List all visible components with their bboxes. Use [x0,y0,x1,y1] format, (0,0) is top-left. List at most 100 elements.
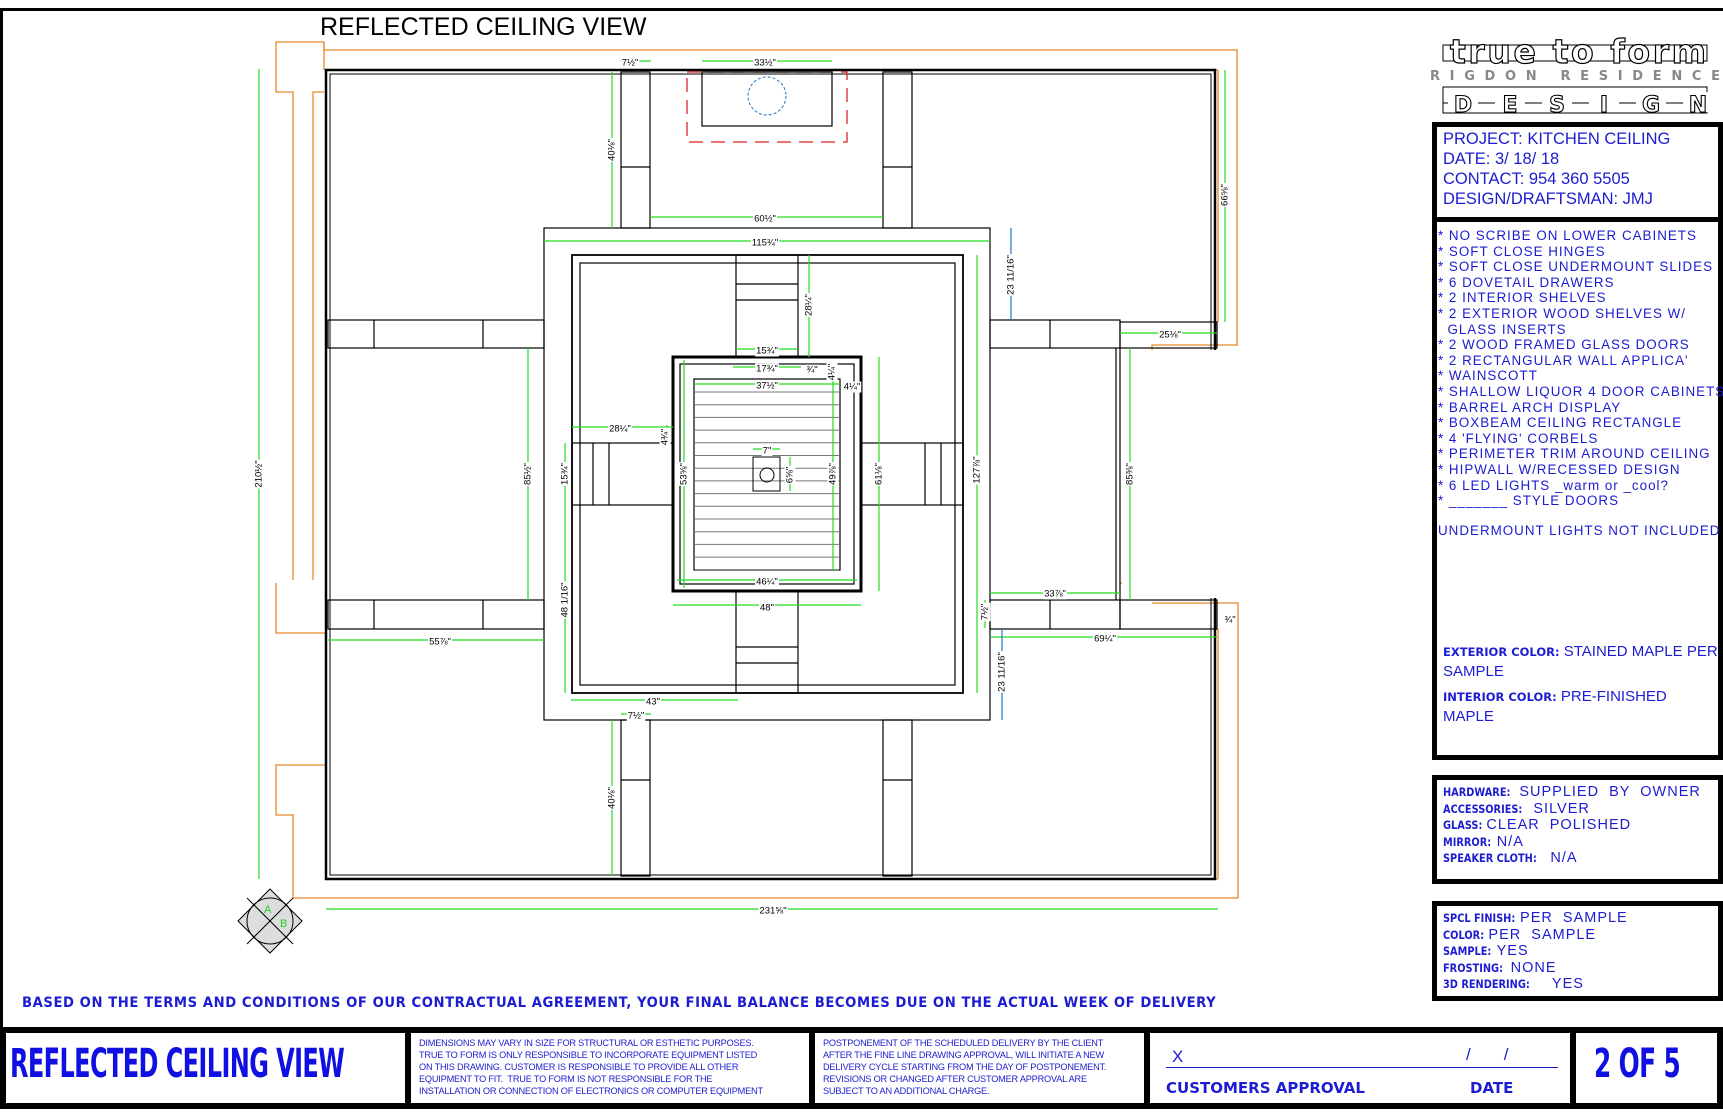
note-item: GLASS INSERTS [1438,321,1567,337]
dimension-label-bg [753,213,777,225]
page-cell: 2 OF 5 [1570,1027,1723,1109]
wall-segment [671,355,863,593]
hardware-row: MIRROR: N/A [1443,834,1718,851]
project-contact: CONTACT: 954 360 5505 [1443,170,1630,188]
dimension-label-bg [522,462,534,486]
hood-hidden-outline [686,71,848,143]
dimension-label: 15¾" [560,463,571,485]
wall-segment [693,378,841,571]
spec-label: FROSTING: [1443,960,1503,975]
exterior-color: EXTERIOR COLOR: STAINED MAPLE PER SAMPLE [1443,643,1718,680]
notes-box: * NO SCRIBE ON LOWER CABINETS * SOFT CLOS… [1432,217,1723,760]
wall-segment [620,71,651,229]
logo-letter-box [1495,92,1525,112]
wall-segment [989,599,1121,630]
logo-letter-box [1683,92,1713,112]
dimension-label: 69¼" [1094,634,1116,645]
logo-design-letter: S [1549,93,1565,118]
note-item: * 2 EXTERIOR WOOD SHELVES W/ [1438,305,1686,321]
wall-segment [327,599,545,630]
dimension-label-bg [1219,183,1231,207]
dimension-label-bg [761,445,773,457]
postponement-cell: POSTPONEMENT OF THE SCHEDULED DELIVERY B… [809,1027,1150,1109]
dimension-label-bg [678,462,690,486]
recessed-light-icon [747,76,787,116]
finish-row: FROSTING: NONE [1443,960,1718,977]
dimension-label-bg [1043,588,1067,600]
spec-value: SUPPLIED BY OWNER [1514,784,1701,800]
wall-segment [543,227,991,721]
compass-icon: A B [237,888,303,954]
disclaimer-cell: DIMENSIONS MAY VARY IN SIZE FOR STRUCTUR… [405,1027,815,1109]
fixtures [686,71,848,492]
dimension-label: 40⅛" [607,787,618,809]
wall-segment [882,71,913,229]
dimension-label: 4¾" [660,429,671,446]
logo-letter-box [1542,92,1572,112]
dimension-label: 7½" [622,58,639,69]
dimension-label: 60½" [754,214,776,225]
note-item: * SOFT CLOSE UNDERMOUNT SLIDES [1438,259,1714,275]
dimension-label: 25⅛" [1159,330,1181,341]
spec-value: PER SAMPLE [1520,910,1628,926]
page-number: 2 OF 5 [1594,1041,1681,1087]
dimension-label-bg [645,696,661,708]
dimension-label-bg [1124,462,1136,486]
dimension-label-bg [428,636,452,648]
dimension-label-bg [606,786,618,810]
notes-list: * NO SCRIBE ON LOWER CABINETS * SOFT CLOS… [1437,222,1723,509]
dimension-label: 43" [646,697,660,708]
note-item: * 2 WOOD FRAMED GLASS DOORS [1438,337,1690,353]
spec-value: YES [1537,976,1584,992]
logo-true-to-form: true to form [1450,32,1705,71]
dimension-label: 55⅞" [429,637,451,648]
dimension-label: 53⅝" [679,463,690,485]
logo-letter-box [1636,92,1666,112]
dimension-labels: 7½"33½"40⅛"60½"115¾"23 11/16"66⅝"25⅛"28¼… [253,57,1237,917]
wall-segment [735,254,799,358]
dimension-label-bg [1158,329,1182,341]
dimension-label: 61⅛" [874,463,885,485]
logo-design-letter: E [1502,93,1517,118]
logo-letter-box [1448,92,1478,112]
hardware-row: ACCESSORIES: SILVER [1443,801,1718,818]
dimension-label-bg [755,380,779,392]
dimension-label-bg [253,459,265,489]
title-cell: REFLECTED CEILING VIEW [0,1027,411,1109]
logo-design-letter: I [1600,93,1608,118]
logo-design-letter: D [1454,93,1472,118]
finish-row: SPCL FINISH:PER SAMPLE [1443,910,1718,927]
wall-segment [989,319,1121,349]
spec-value: N/A [1545,850,1578,866]
logo-rigdon-residence: RIGDON RESIDENCE [1430,69,1720,84]
note-item: * WAINSCOTT [1438,368,1538,384]
note-item: * SHALLOW LIQUOR 4 DOOR CABINETS [1438,383,1723,399]
dimension-label-bg [842,381,862,393]
dimension-label-bg [755,363,779,375]
note-item: * NO SCRIBE ON LOWER CABINETS [1438,228,1697,243]
spec-label: SPEAKER CLOTH: [1443,851,1537,865]
wall-segment [571,442,674,506]
compass-label-a: A [264,904,272,916]
project-name: PROJECT: KITCHEN CEILING [1443,130,1671,148]
dimension-label: 28¼" [804,294,815,316]
dimension-label-bg [559,581,571,619]
dimension-label-bg [826,362,838,382]
dimension-label: 7" [763,446,772,457]
dimension-label-bg [1005,254,1017,296]
date-slashes: / / [1466,1045,1509,1064]
finish-row: 3D RENDERING: YES [1443,976,1718,993]
signature-line[interactable] [1166,1067,1558,1068]
dimension-label-bg [971,455,983,485]
dimension-label: 85⅜" [1125,463,1136,485]
project-draftsman: DESIGN/DRAFTSMAN: JMJ [1443,190,1653,208]
note-item: * 2 INTERIOR SHELVES [1438,290,1607,306]
wall-segment [1119,599,1218,630]
logo-letter-box [1589,92,1619,112]
dimension-label: 231⅝" [759,906,786,917]
wall-segment [1119,321,1218,349]
dimension-label: 4¼" [827,364,838,381]
center-light-icon [759,467,775,483]
dimension-label-bg [827,462,839,486]
sheet-title: REFLECTED CEILING VIEW [10,1041,345,1087]
